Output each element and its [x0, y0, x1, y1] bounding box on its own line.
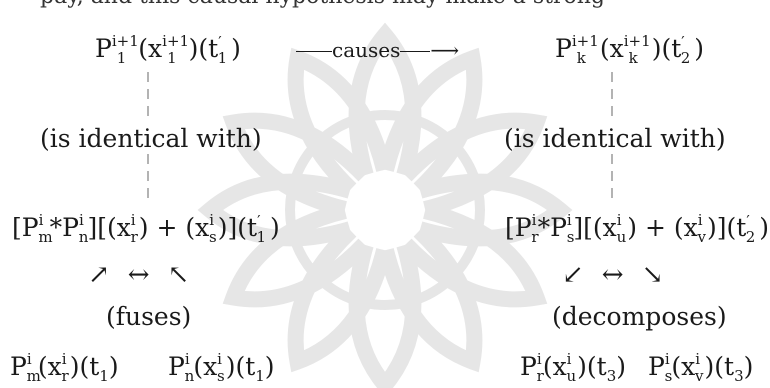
node-bottom-left-2: Pin(xis)(t1): [168, 350, 275, 385]
causes-arrow: causes⟶: [296, 40, 459, 60]
causes-label: causes: [332, 38, 401, 62]
decompose-arrows: ↙↔↘: [562, 262, 681, 288]
node-mid-right: [Pir*Pis][(xiu) + (xiv)](t′2): [505, 211, 770, 246]
rosette-ring: [285, 110, 485, 310]
arrow-up-right-icon: ↗: [88, 260, 128, 290]
arrow-down-right-icon: ↘: [641, 260, 682, 290]
arrow-up-left-icon: ↖: [167, 260, 208, 290]
node-top-right: Pi+1k(xi+1k)(t′2): [555, 32, 704, 67]
rosette-petal: [378, 225, 483, 373]
node-top-left: Pi+11(xi+11)(t′1): [95, 32, 241, 67]
arrow-down-left-icon: ↙: [562, 260, 602, 290]
rosette-petal: [378, 47, 483, 195]
rosette-petal: [400, 112, 548, 217]
node-mid-left: [Pim*Pin][(xir) + (xis)](t′1): [12, 211, 280, 246]
rosette-petal: [197, 173, 353, 247]
rosette-petal: [348, 22, 422, 178]
identical-label-left: (is identical with): [40, 124, 262, 153]
fuse-arrows: ↗↔↖: [88, 262, 207, 288]
node-bottom-right-2: Pis(xiv)(t3): [648, 350, 754, 385]
node-bottom-left-1: Pim(xir)(t1): [10, 350, 119, 385]
rosette-petal: [287, 47, 392, 195]
rosette-petal: [222, 203, 370, 308]
rosette-petal: [348, 242, 422, 388]
rosette-petal: [400, 203, 548, 308]
rosette-petal: [287, 225, 392, 373]
arrow-left-right-icon: ↔: [601, 260, 642, 290]
node-bottom-right-1: Pir(xiu)(t3): [520, 350, 627, 385]
fuses-label: (fuses): [106, 302, 192, 331]
rosette-petal: [417, 173, 573, 247]
top-text-fragment: pay, and this causal hypothesis may make…: [40, 0, 605, 8]
identical-label-right: (is identical with): [504, 124, 726, 153]
arrow-left-right-icon: ↔: [127, 260, 168, 290]
rosette-petal: [222, 112, 370, 217]
decomposes-label: (decomposes): [552, 302, 727, 331]
